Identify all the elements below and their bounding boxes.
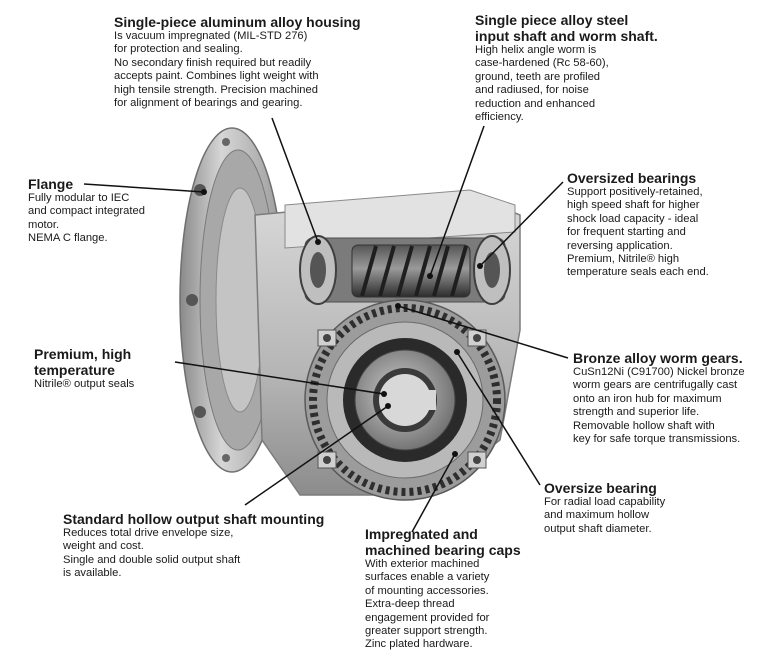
bearing-cap-bolts xyxy=(317,329,487,469)
leader-flange xyxy=(83,183,207,195)
leader-gears xyxy=(395,303,569,359)
callout-housing-title: Single-piece aluminum alloy housing xyxy=(114,14,361,30)
callout-seals-title: Premium, high temperature xyxy=(34,346,132,378)
leader-hollow-shaft xyxy=(244,403,391,506)
callout-bearings-body: Support positively-retained, high speed … xyxy=(567,186,709,279)
callout-gears-body: CuSn12Ni (C91700) Nickel bronze worm gea… xyxy=(573,366,745,446)
worm-shaft-part xyxy=(299,235,511,305)
callout-oversize-bearing-body: For radial load capability and maximum h… xyxy=(544,496,666,535)
callout-hollow-shaft: Standard hollow output shaft mounting Re… xyxy=(63,511,353,581)
callout-caps: Impregnated and machined bearing caps Wi… xyxy=(365,526,555,652)
callout-caps-body: With exterior machined surfaces enable a… xyxy=(365,558,490,651)
callout-shaft-body: High helix angle worm is case-hardened (… xyxy=(475,44,609,124)
callout-flange: Flange Fully modular to IEC and compact … xyxy=(28,176,188,246)
callout-flange-title: Flange xyxy=(28,176,74,192)
leader-housing xyxy=(271,117,321,245)
callout-housing-body: Is vacuum impregnated (MIL-STD 276) for … xyxy=(114,30,319,110)
callout-gears: Bronze alloy worm gears. CuSn12Ni (C9170… xyxy=(573,350,761,446)
callout-oversize-bearing: Oversize bearing For radial load capabil… xyxy=(544,480,744,536)
callout-flange-body: Fully modular to IEC and compact integra… xyxy=(28,192,145,245)
callout-bearings-title: Oversized bearings xyxy=(567,170,697,186)
leader-bearings xyxy=(477,181,564,269)
leader-shaft xyxy=(427,125,485,279)
leader-oversize-bearing xyxy=(454,349,541,486)
callout-seals-body: Nitrile® output seals xyxy=(34,378,135,390)
callout-caps-title: Impregnated and machined bearing caps xyxy=(365,526,521,558)
callout-hollow-shaft-title: Standard hollow output shaft mounting xyxy=(63,511,325,527)
callout-seals: Premium, high temperature Nitrile® outpu… xyxy=(34,346,184,391)
leader-caps xyxy=(411,451,458,533)
callout-housing: Single-piece aluminum alloy housing Is v… xyxy=(114,14,404,110)
leader-seals xyxy=(174,361,387,397)
callout-bearings: Oversized bearings Support positively-re… xyxy=(567,170,757,280)
callout-oversize-bearing-title: Oversize bearing xyxy=(544,480,657,496)
callout-shaft-title: Single piece alloy steel input shaft and… xyxy=(475,12,658,44)
callout-shaft: Single piece alloy steel input shaft and… xyxy=(475,12,715,124)
callout-gears-title: Bronze alloy worm gears. xyxy=(573,350,743,366)
callout-hollow-shaft-body: Reduces total drive envelope size, weigh… xyxy=(63,527,241,580)
